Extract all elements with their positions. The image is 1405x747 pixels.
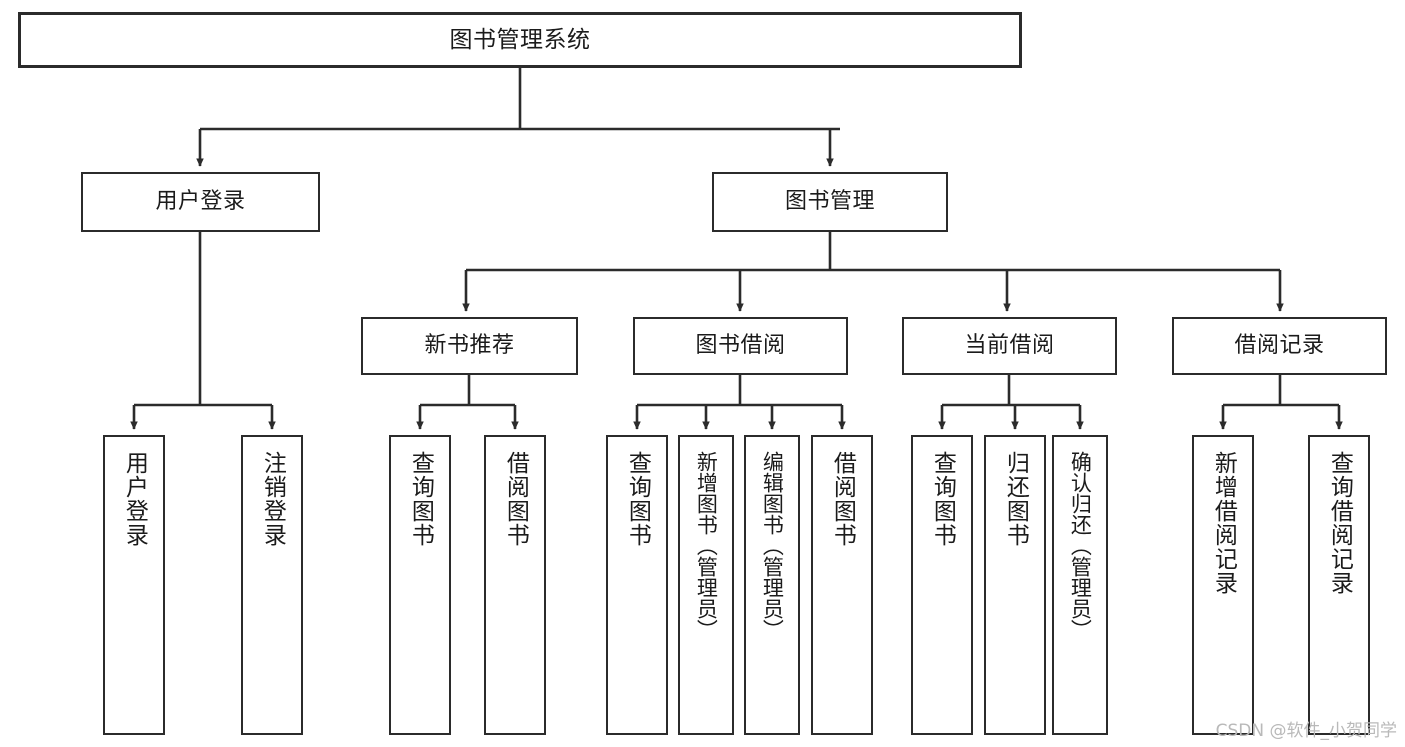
leaf-edit-book-label: 编辑图书（管理员）	[760, 451, 785, 640]
leaf-borrow-book-label: 借阅图书	[829, 451, 856, 547]
leaf-query-book-label: 查询图书	[624, 451, 651, 547]
leaf-confirm-return-label: 确认归还（管理员）	[1068, 451, 1093, 640]
leaf-query-record-label: 查询借阅记录	[1326, 451, 1353, 595]
node-book-manage[interactable]: 图书管理	[712, 172, 948, 232]
leaf-query-book-rec-label: 查询图书	[407, 451, 434, 547]
leaf-return-book-label: 归还图书	[1002, 451, 1029, 547]
node-new-book-rec-label: 新书推荐	[424, 333, 515, 358]
leaf-add-record[interactable]: 新增借阅记录	[1192, 435, 1254, 735]
node-book-manage-label: 图书管理	[784, 189, 875, 214]
leaf-add-record-label: 新增借阅记录	[1210, 451, 1237, 595]
watermark: CSDN @软件_小贺同学	[1215, 721, 1397, 741]
leaf-query-book[interactable]: 查询图书	[606, 435, 668, 735]
leaf-query-book-rec[interactable]: 查询图书	[389, 435, 451, 735]
node-book-borrow-label: 图书借阅	[695, 333, 786, 358]
leaf-borrow-book-rec-label: 借阅图书	[502, 451, 529, 547]
node-root-label: 图书管理系统	[449, 26, 591, 53]
leaf-edit-book[interactable]: 编辑图书（管理员）	[744, 435, 800, 735]
node-user-login-label: 用户登录	[155, 189, 246, 214]
node-borrow-record[interactable]: 借阅记录	[1172, 317, 1387, 375]
leaf-borrow-book[interactable]: 借阅图书	[811, 435, 873, 735]
leaf-return-book[interactable]: 归还图书	[984, 435, 1046, 735]
node-user-login[interactable]: 用户登录	[81, 172, 320, 232]
leaf-query-book-cur-label: 查询图书	[929, 451, 956, 547]
node-new-book-rec[interactable]: 新书推荐	[361, 317, 578, 375]
leaf-add-book[interactable]: 新增图书（管理员）	[678, 435, 734, 735]
node-book-borrow[interactable]: 图书借阅	[633, 317, 848, 375]
leaf-user-logout[interactable]: 注销登录	[241, 435, 303, 735]
leaf-query-record[interactable]: 查询借阅记录	[1308, 435, 1370, 735]
node-root[interactable]: 图书管理系统	[18, 12, 1022, 68]
leaf-user-login-label: 用户登录	[121, 451, 148, 547]
leaf-confirm-return[interactable]: 确认归还（管理员）	[1052, 435, 1108, 735]
leaf-add-book-label: 新增图书（管理员）	[694, 451, 719, 640]
node-current-borrow-label: 当前借阅	[964, 333, 1055, 358]
leaf-user-login[interactable]: 用户登录	[103, 435, 165, 735]
leaf-borrow-book-rec[interactable]: 借阅图书	[484, 435, 546, 735]
node-borrow-record-label: 借阅记录	[1234, 333, 1325, 358]
node-current-borrow[interactable]: 当前借阅	[902, 317, 1117, 375]
leaf-query-book-cur[interactable]: 查询图书	[911, 435, 973, 735]
leaf-user-logout-label: 注销登录	[259, 451, 286, 547]
